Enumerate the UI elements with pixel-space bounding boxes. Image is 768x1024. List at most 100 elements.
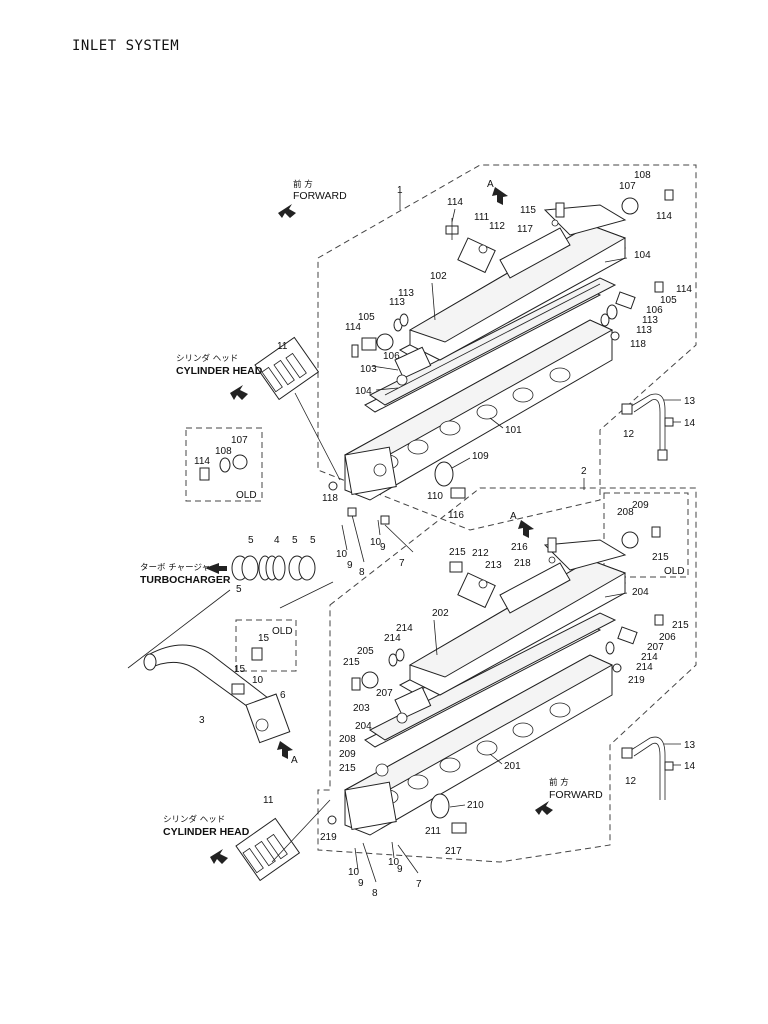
cylinder-head-en-upper: CYLINDER HEAD xyxy=(176,365,263,377)
forward-en-lower: FORWARD xyxy=(549,789,603,801)
callout-113c: 113 xyxy=(642,315,658,326)
callout-105b: 105 xyxy=(660,295,677,306)
callout-103: 103 xyxy=(360,364,377,375)
callout-219: 219 xyxy=(628,675,645,686)
callout-112: 112 xyxy=(489,221,505,232)
forward-jp-upper: 前 方 xyxy=(293,179,313,190)
callout-204b: 204 xyxy=(355,721,372,732)
lower-assembly xyxy=(317,478,697,863)
lower-small-parts xyxy=(327,537,664,834)
forward-arrow-upper xyxy=(278,204,296,218)
callout-101: 101 xyxy=(505,425,522,436)
callout-216: 216 xyxy=(511,542,528,553)
callout-5b: 5 xyxy=(292,535,298,546)
callout-211: 211 xyxy=(425,826,441,837)
direction-arrows xyxy=(205,187,553,864)
callout-113d: 113 xyxy=(636,325,652,336)
callout-208b: 208 xyxy=(339,734,356,745)
turbocharger-en: TURBOCHARGER xyxy=(140,574,231,586)
callout-10c: 10 xyxy=(252,675,264,686)
callout-9b: 9 xyxy=(380,542,386,553)
callout-205: 205 xyxy=(357,646,374,657)
callout-215d: 215 xyxy=(339,763,356,774)
callout-215: 215 xyxy=(449,547,466,558)
callout-217: 217 xyxy=(445,846,462,857)
callout-201: 201 xyxy=(504,761,521,772)
callout-115: 115 xyxy=(520,205,536,216)
callout-109: 109 xyxy=(472,451,489,462)
callout-107: 107 xyxy=(619,181,636,192)
callout-215b: 215 xyxy=(652,552,669,563)
cylinder-head-en-lower: CYLINDER HEAD xyxy=(163,826,250,838)
callout-4: 4 xyxy=(274,535,280,546)
callout-215e: 215 xyxy=(672,620,689,631)
cylinder-head-gasket-lower xyxy=(235,817,301,882)
callout-1: 1 xyxy=(397,185,403,196)
pipe-assembly-lower xyxy=(621,736,674,800)
forward-arrow-lower xyxy=(535,801,553,815)
callout-212: 212 xyxy=(472,548,489,559)
callout-106: 106 xyxy=(383,351,400,362)
callout-9c: 9 xyxy=(358,878,364,889)
view-a-label-upper: A xyxy=(487,179,494,190)
callout-6: 6 xyxy=(280,690,286,701)
callout-209b: 209 xyxy=(339,749,356,760)
callout-9: 9 xyxy=(347,560,353,571)
cylinder-head-jp-lower: シリンダ ヘッド xyxy=(163,814,225,825)
callout-114b: 114 xyxy=(656,211,672,222)
callout-213: 213 xyxy=(485,560,502,571)
callout-13b: 13 xyxy=(684,740,696,751)
callout-206: 206 xyxy=(659,632,676,643)
callout-104b: 104 xyxy=(355,386,372,397)
callout-14: 14 xyxy=(684,418,696,429)
callout-113: 113 xyxy=(398,288,414,299)
callout-7: 7 xyxy=(399,558,405,569)
callout-5: 5 xyxy=(248,535,254,546)
callout-5c: 5 xyxy=(310,535,316,546)
callout-10d: 10 xyxy=(348,867,360,878)
callout-104: 104 xyxy=(634,250,651,261)
view-a-label-mid: A xyxy=(510,511,517,522)
pipe-assembly-upper xyxy=(621,393,674,461)
callout-208: 208 xyxy=(617,507,634,518)
callout-113b: 113 xyxy=(389,297,405,308)
callout-210: 210 xyxy=(467,800,484,811)
cylinder-head-jp-upper: シリンダ ヘッド xyxy=(176,353,238,364)
cylinder-head-arrow-lower xyxy=(210,849,228,864)
callout-13: 13 xyxy=(684,396,696,407)
left-side-parts xyxy=(127,336,419,883)
callout-102: 102 xyxy=(430,271,447,282)
leader-lines xyxy=(371,208,681,808)
old-parts-upper-right xyxy=(621,526,661,549)
callout-218: 218 xyxy=(514,558,531,569)
callout-8: 8 xyxy=(359,567,365,578)
callout-209: 209 xyxy=(632,500,649,511)
turbocharger-jp: ターボ チャージャ xyxy=(140,563,210,573)
callout-3: 3 xyxy=(199,715,205,726)
callout-118b: 118 xyxy=(322,493,338,504)
upper-assembly xyxy=(185,164,697,578)
callout-7b: 7 xyxy=(416,879,422,890)
callout-11b: 11 xyxy=(263,795,274,806)
view-a-arrow-left xyxy=(277,741,293,759)
callout-111: 111 xyxy=(474,212,490,223)
callout-207b: 207 xyxy=(647,642,664,653)
old-parts-upper-left xyxy=(199,454,248,481)
turbocharger-arrow xyxy=(205,563,227,574)
caption-labels: 前 方 FORWARD 前 方 FORWARD シリンダ ヘッド CYLINDE… xyxy=(140,179,685,838)
callout-numbers: 1 114 111 112 115 117 108 107 114 104 10… xyxy=(194,170,696,899)
callout-110: 110 xyxy=(427,491,443,502)
callout-118: 118 xyxy=(630,339,646,350)
callout-114e: 114 xyxy=(194,456,210,467)
callout-2: 2 xyxy=(581,466,587,477)
callout-214b: 214 xyxy=(384,633,401,644)
callout-10b: 10 xyxy=(370,537,382,548)
callout-108: 108 xyxy=(634,170,651,181)
callout-108b: 108 xyxy=(215,446,232,457)
view-a-label-left: A xyxy=(291,755,298,766)
callout-207: 207 xyxy=(376,688,393,699)
callout-116: 116 xyxy=(448,510,464,521)
callout-219b: 219 xyxy=(320,832,337,843)
cylinder-head-arrow-upper xyxy=(230,385,248,400)
callout-9d: 9 xyxy=(397,864,403,875)
